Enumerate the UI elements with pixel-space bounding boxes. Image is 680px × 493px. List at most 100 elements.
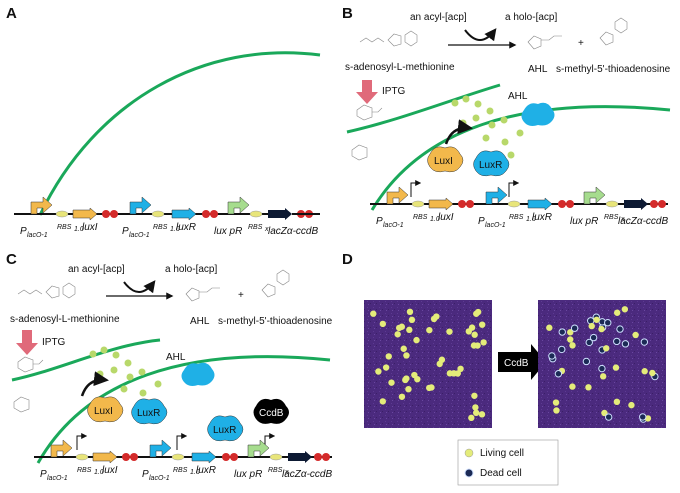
dead-cell (589, 333, 598, 342)
panel-letter-a: A (6, 5, 17, 22)
cell-membrane (36, 355, 331, 464)
dead-cell (548, 352, 556, 360)
iptg-molecule-icon (17, 356, 44, 373)
living-cell (593, 316, 600, 323)
lacz-ccdb-gene-icon (268, 208, 292, 220)
living-cell (375, 368, 382, 375)
terminator-icon (466, 200, 474, 208)
label-rbs-x-sub: x (264, 226, 269, 233)
terminator-icon (314, 453, 322, 461)
living-cell (585, 384, 592, 391)
label-lux-pr: lux pR (570, 216, 598, 227)
panel-c: C an acyl-[acp] a holo-[acp] s-adenosyl-… (6, 251, 333, 482)
living-cell (426, 384, 433, 392)
living-cell (457, 365, 464, 373)
luxR-protein: LuxR (131, 398, 168, 425)
label-luxI: luxI (102, 465, 118, 476)
dead-cell (587, 317, 595, 325)
lacz-ccdb-gene-icon (624, 198, 648, 210)
dead-cell (604, 318, 612, 327)
curved-arrow-icon (80, 371, 109, 397)
sam-molecule-icon (359, 30, 418, 47)
label-iptg: IPTG (42, 337, 66, 348)
curved-arrow-icon (464, 28, 497, 42)
terminator-icon (558, 200, 566, 208)
terminator-icon (658, 200, 666, 208)
legend-living: Living cell (480, 448, 524, 459)
promoter-lac-icon (149, 439, 172, 458)
terminator-icon (210, 210, 218, 218)
living-cell (379, 398, 387, 405)
label-rbs-sub: 1.0 (190, 469, 200, 476)
living-cell (474, 342, 481, 349)
sam-molecule-icon (17, 282, 76, 299)
ccdB-protein: CcdB (253, 398, 289, 424)
luxI-protein: LuxI (87, 396, 124, 423)
iptg-molecule-icon (13, 396, 30, 413)
label-luxI: luxI (82, 222, 98, 233)
luxI-gene-icon (92, 450, 118, 464)
living-cell (632, 331, 639, 339)
outer-membrane (11, 338, 161, 382)
cells-after (546, 306, 659, 423)
expression-arrow (410, 180, 422, 197)
dead-cell (598, 364, 606, 373)
terminator-icon (566, 200, 574, 208)
outer-membrane (346, 83, 501, 134)
dead-cell (558, 345, 566, 354)
label-p-lac-sub: lacO-1 (485, 222, 506, 229)
rbs-icon (249, 210, 263, 218)
luxR-protein-label: LuxR (213, 425, 236, 436)
terminator-icon (110, 210, 118, 218)
label-luxI: luxI (438, 212, 454, 223)
label-iptg: IPTG (382, 86, 406, 97)
living-cell (628, 401, 635, 409)
promoter-lac-icon (386, 186, 409, 205)
luxI-protein-label: LuxI (434, 156, 453, 167)
luxR-protein-label: LuxR (137, 408, 160, 419)
dead-cell (604, 413, 613, 421)
label-rbs: RBS (509, 214, 524, 221)
label-ahl: AHL (190, 316, 210, 327)
luxR-gene-icon (191, 450, 217, 464)
living-cell (398, 393, 406, 400)
label-rbs: RBS (57, 224, 72, 231)
luxR-protein: LuxR (473, 150, 510, 177)
label-plus: + (238, 290, 244, 301)
dead-cell (639, 413, 647, 421)
rbs-icon (411, 200, 425, 208)
living-cell (649, 369, 656, 377)
label-p-lac: P (20, 226, 27, 237)
panel-a: A P lacO-1 RBS 1.0 luxI (6, 5, 321, 239)
living-cell (400, 345, 407, 352)
plate-before (364, 300, 492, 428)
label-p-lac-sub: lacO-1 (149, 475, 170, 482)
living-cell (408, 316, 416, 324)
label-rbs: RBS (413, 214, 428, 221)
expression-arrow (508, 180, 520, 197)
curved-arrow-icon (123, 280, 156, 294)
label-rbs-sub: 1.0 (170, 226, 180, 233)
living-cell (569, 383, 576, 390)
label-rbs-sub: 1.0 (430, 216, 440, 223)
living-cell (406, 326, 413, 334)
ahl-molecule-icon (185, 287, 220, 302)
cell-membrane (370, 105, 671, 211)
label-rbs-x: RBS (604, 214, 619, 221)
label-lux-pr: lux pR (234, 469, 262, 480)
dead-cell (613, 337, 621, 346)
living-cells-before (370, 308, 487, 422)
label-p-lac: P (142, 469, 149, 480)
living-cell (641, 368, 648, 375)
living-cell-icon (464, 448, 474, 458)
living-cell (621, 306, 629, 313)
ahl-molecule-icon (527, 35, 562, 50)
mta-molecule-icon (599, 17, 628, 46)
label-rbs-x: RBS (268, 467, 283, 474)
living-cell (553, 407, 560, 414)
label-sam: s-adenosyl-L-methionine (345, 62, 455, 73)
living-cell (598, 325, 605, 333)
mta-molecule-icon (261, 269, 290, 298)
luxR-protein-blob (181, 362, 215, 386)
label-ahl-signal: AHL (508, 91, 528, 102)
